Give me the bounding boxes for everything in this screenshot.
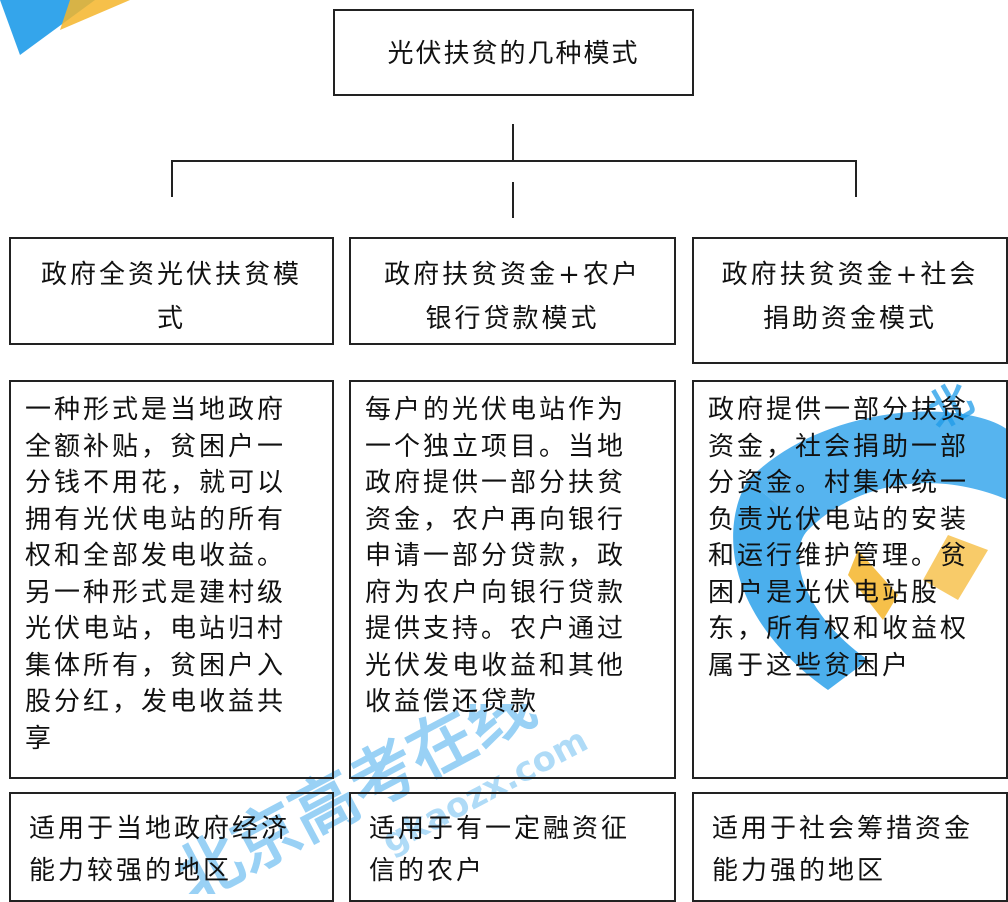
mode-2-description-box: 每户的光伏电站作为一个独立项目。当地政府提供一部分扶贫资金，农户再向银行申请一部… <box>349 380 676 779</box>
mode-3-applicable-box: 适用于社会筹措资金能力强的地区 <box>692 792 1008 902</box>
connector-horizontal <box>171 160 857 162</box>
mode-3-description: 政府提供一部分扶贫资金，社会捐助一部分资金。村集体统一负责光伏电站的安装和运行维… <box>708 395 970 681</box>
connector-root-down <box>512 124 514 162</box>
mode-3-title-box: 政府扶贫资金+社会捐助资金模式 <box>692 237 1008 364</box>
mode-3-applicable: 适用于社会筹措资金能力强的地区 <box>712 814 974 886</box>
connector-middle-drop <box>512 182 514 218</box>
mode-3-title: 政府扶贫资金+社会捐助资金模式 <box>721 260 979 334</box>
mode-2-title-box: 政府扶贫资金+农户银行贷款模式 <box>349 237 676 345</box>
root-node: 光伏扶贫的几种模式 <box>333 9 694 96</box>
mode-3-description-box: 政府提供一部分扶贫资金，社会捐助一部分资金。村集体统一负责光伏电站的安装和运行维… <box>692 380 1008 779</box>
root-title: 光伏扶贫的几种模式 <box>387 39 640 69</box>
connector-right-drop <box>855 160 857 197</box>
mode-2-applicable-box: 适用于有一定融资征信的农户 <box>349 792 676 902</box>
mode-1-applicable: 适用于当地政府经济能力较强的地区 <box>29 814 291 886</box>
mode-1-title-box: 政府全资光伏扶贫模式 <box>9 237 334 345</box>
mode-2-applicable: 适用于有一定融资征信的农户 <box>369 814 631 886</box>
mode-1-description-box: 一种形式是当地政府全额补贴，贫困户一分钱不用花，就可以拥有光伏电站的所有权和全部… <box>9 380 334 779</box>
mode-1-title: 政府全资光伏扶贫模式 <box>40 260 302 334</box>
mode-2-description: 每户的光伏电站作为一个独立项目。当地政府提供一部分扶贫资金，农户再向银行申请一部… <box>365 395 627 717</box>
mode-2-title: 政府扶贫资金+农户银行贷款模式 <box>384 260 641 334</box>
mode-1-applicable-box: 适用于当地政府经济能力较强的地区 <box>9 792 334 902</box>
watermark-logo-top-left <box>0 0 130 55</box>
connector-left-drop <box>171 160 173 197</box>
mode-1-description: 一种形式是当地政府全额补贴，贫困户一分钱不用花，就可以拥有光伏电站的所有权和全部… <box>25 395 287 754</box>
